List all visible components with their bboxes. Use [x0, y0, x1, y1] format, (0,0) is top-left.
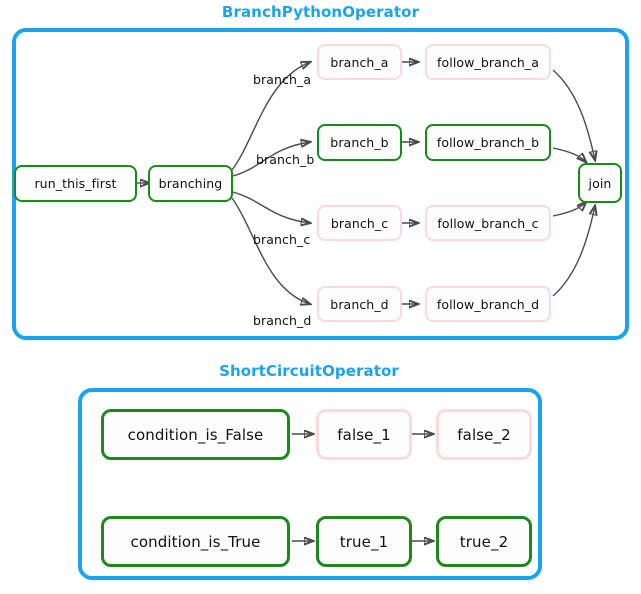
- short-circuit-operator-title: ShortCircuitOperator: [219, 362, 399, 380]
- node-condition-is-true[interactable]: condition_is_True: [101, 516, 290, 567]
- node-follow-branch-a[interactable]: follow_branch_a: [425, 44, 551, 80]
- node-branch-d[interactable]: branch_d: [317, 286, 402, 322]
- node-branching[interactable]: branching: [148, 165, 233, 202]
- node-follow-branch-c[interactable]: follow_branch_c: [425, 205, 551, 241]
- node-follow-branch-b[interactable]: follow_branch_b: [425, 124, 551, 161]
- node-true-2[interactable]: true_2: [436, 516, 532, 567]
- node-branch-b[interactable]: branch_b: [317, 124, 402, 161]
- branch-python-operator-title: BranchPythonOperator: [221, 3, 420, 21]
- node-run-this-first[interactable]: run_this_first: [14, 165, 137, 202]
- node-false-2[interactable]: false_2: [436, 409, 532, 460]
- node-false-1[interactable]: false_1: [316, 409, 412, 460]
- edge-label-branch-d: branch_d: [253, 313, 312, 328]
- node-join[interactable]: join: [578, 163, 622, 203]
- short-circuit-operator-container: [78, 388, 542, 580]
- node-true-1[interactable]: true_1: [316, 516, 412, 567]
- node-condition-is-false[interactable]: condition_is_False: [101, 409, 290, 460]
- edge-label-branch-b: branch_b: [256, 152, 315, 167]
- node-branch-a[interactable]: branch_a: [317, 44, 402, 80]
- edge-label-branch-c: branch_c: [253, 232, 311, 247]
- edge-label-branch-a: branch_a: [253, 72, 312, 87]
- node-follow-branch-d[interactable]: follow_branch_d: [425, 286, 551, 322]
- node-branch-c[interactable]: branch_c: [317, 205, 402, 241]
